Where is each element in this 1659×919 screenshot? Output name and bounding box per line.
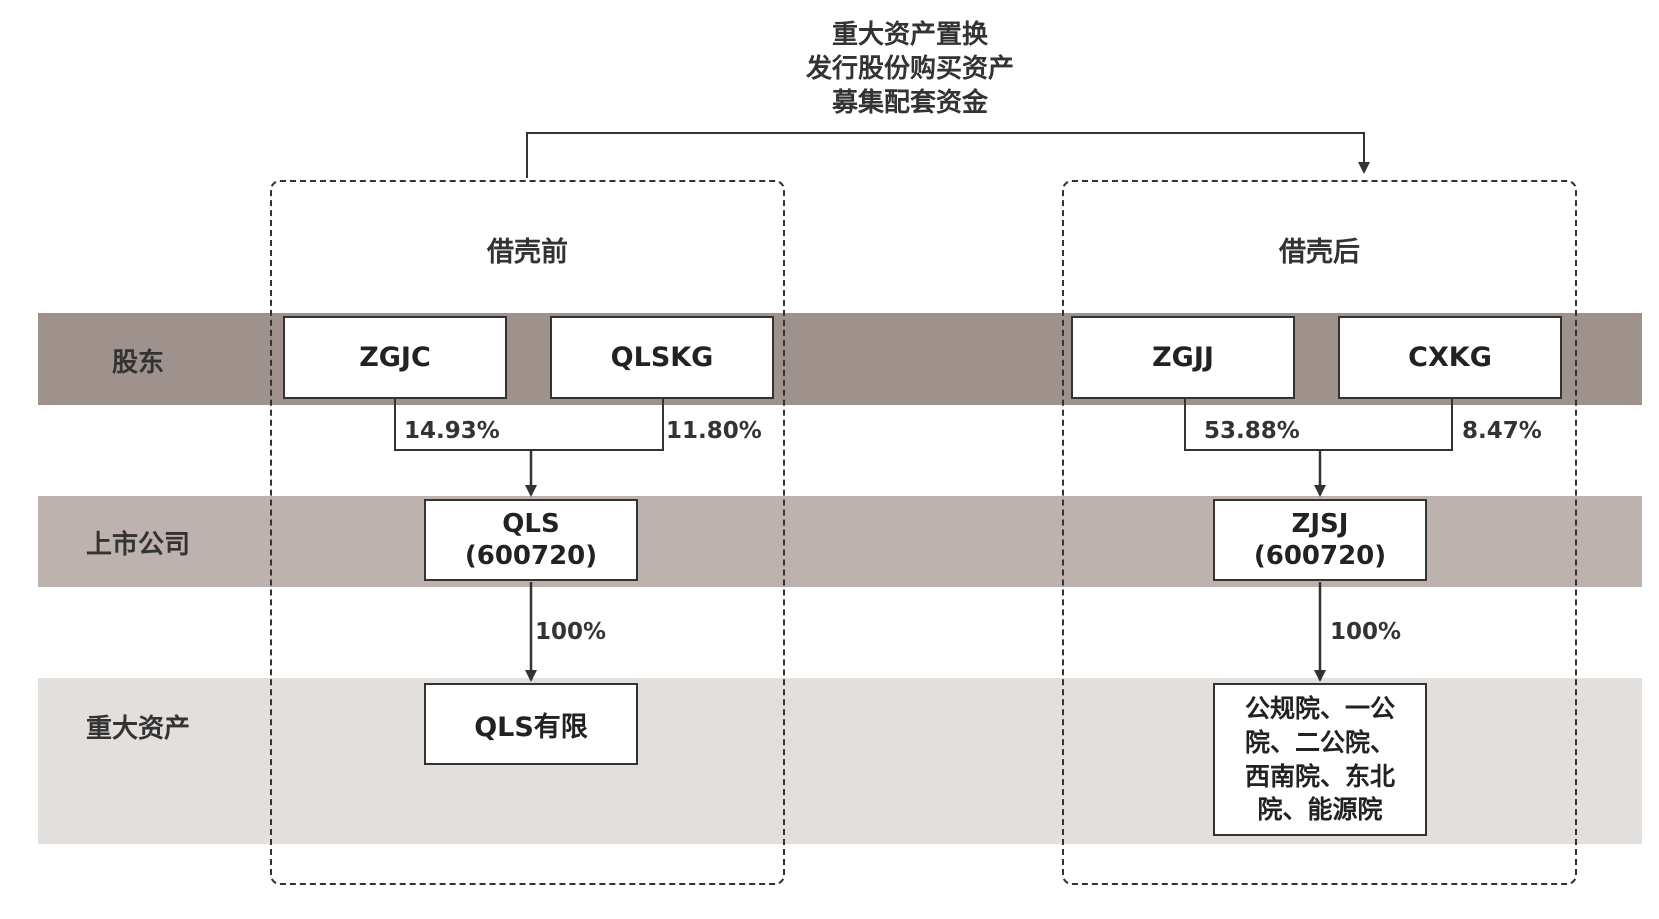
after-shareholder-join xyxy=(1184,398,1453,451)
after-listed-company: ZJSJ (600720) xyxy=(1213,499,1427,581)
after-asset-line-2: 院、二公院、 xyxy=(1244,727,1395,757)
after-shareholder-2-pct: 8.47% xyxy=(1462,418,1542,444)
transaction-line-3: 募集配套资金 xyxy=(831,88,988,118)
transaction-line-2: 发行股份购买资产 xyxy=(805,54,1014,84)
before-own-pct: 100% xyxy=(535,619,607,645)
before-panel xyxy=(270,180,785,885)
after-asset: 公规院、一公 院、二公院、 西南院、东北 院、能源院 xyxy=(1213,683,1427,836)
transaction-connector xyxy=(526,132,1370,178)
row-label-listed-company: 上市公司 xyxy=(85,530,190,560)
before-shareholder-1-pct: 14.93% xyxy=(404,418,500,444)
after-panel xyxy=(1062,180,1577,885)
row-label-major-asset: 重大资产 xyxy=(85,714,190,744)
after-asset-line-3: 西南院、东北 xyxy=(1244,761,1395,791)
after-own-pct: 100% xyxy=(1330,619,1402,645)
after-asset-line-4: 院、能源院 xyxy=(1257,795,1383,825)
transaction-description: 重大资产置换 发行股份购买资产 募集配套资金 xyxy=(700,18,1120,120)
after-shareholder-2: CXKG xyxy=(1338,316,1562,399)
before-listed-company: QLS (600720) xyxy=(424,499,638,581)
before-listed-code: (600720) xyxy=(464,541,598,571)
before-shareholder-1: ZGJC xyxy=(283,316,507,399)
row-label-shareholder: 股东 xyxy=(111,348,164,378)
before-shareholder-2: QLSKG xyxy=(550,316,774,399)
before-listed-name: QLS xyxy=(502,508,560,539)
after-title: 借壳后 xyxy=(1279,237,1360,268)
after-listed-code: (600720) xyxy=(1253,541,1387,571)
after-asset-line-1: 公规院、一公 xyxy=(1244,694,1395,723)
after-listed-name: ZJSJ xyxy=(1291,508,1349,539)
before-shareholder-2-pct: 11.80% xyxy=(666,418,762,444)
after-shareholder-1-pct: 53.88% xyxy=(1204,418,1300,444)
before-shareholder-join xyxy=(394,398,664,451)
before-title: 借壳前 xyxy=(487,237,568,268)
transaction-line-1: 重大资产置换 xyxy=(831,20,988,50)
before-asset: QLS有限 xyxy=(424,683,638,765)
after-shareholder-1: ZGJJ xyxy=(1071,316,1295,399)
